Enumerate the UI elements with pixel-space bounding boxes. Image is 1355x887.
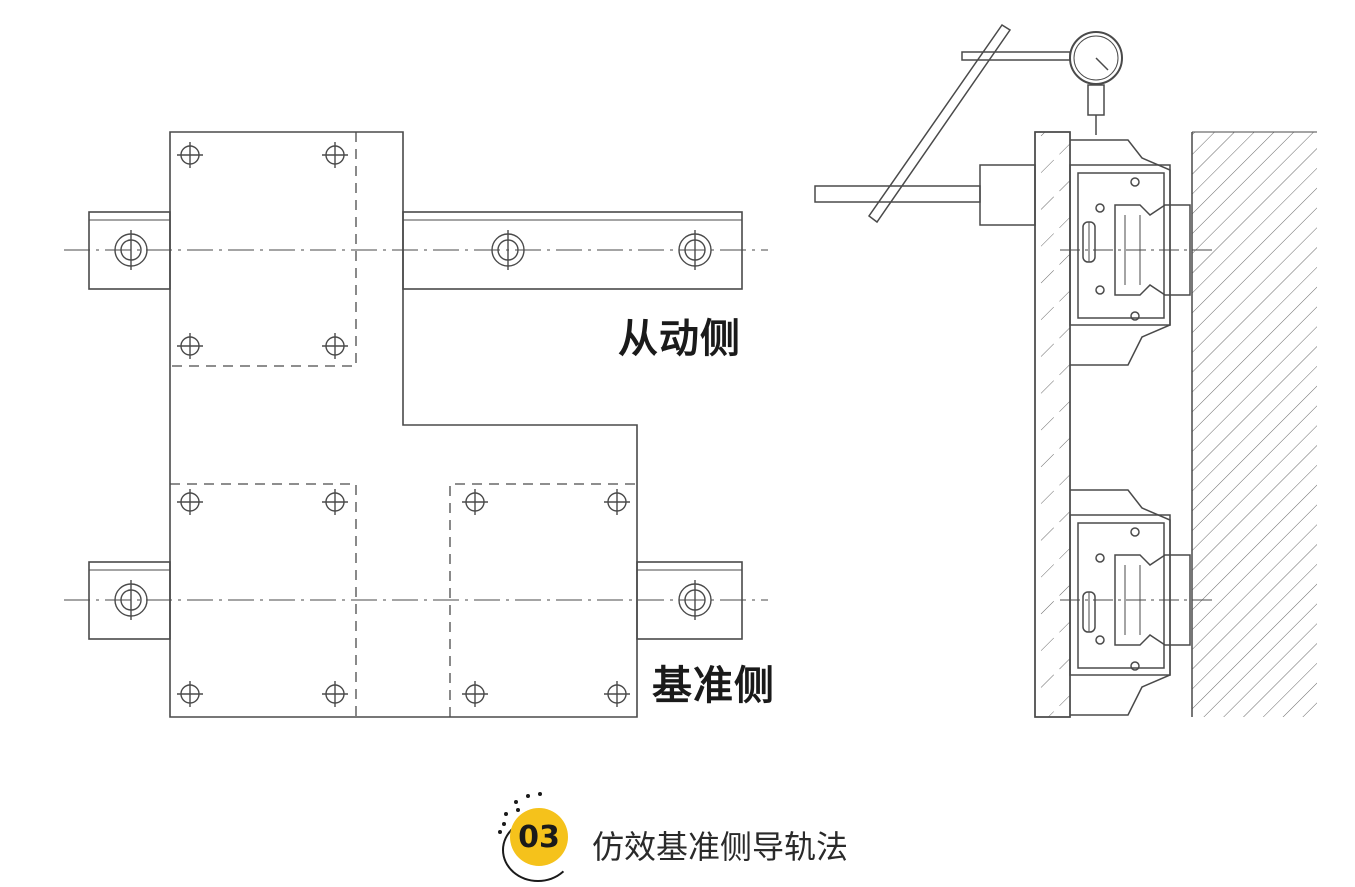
rail-bolt-hole-icon (491, 230, 525, 270)
top-view-drawing (64, 131, 768, 718)
bolt-hole-icon (604, 681, 630, 707)
bolt-hole-icon (604, 489, 630, 515)
decor-dot (526, 794, 530, 798)
bolt-hole-icon (462, 681, 488, 707)
indicator-rod (814, 185, 981, 203)
figure-caption: 03 仿效基准侧导轨法 (496, 790, 916, 885)
lower-slider-block (1069, 489, 1191, 716)
base-wall (1034, 131, 1071, 718)
bolt-hole-icon (322, 681, 348, 707)
table-outline (169, 131, 638, 718)
indicator-mount (979, 164, 1036, 226)
decor-dot (516, 808, 520, 812)
fixed-wall-hatch (1192, 132, 1317, 717)
slider-block-bottom-left (170, 483, 357, 717)
indicator-arm (867, 23, 1012, 224)
caption-text: 仿效基准侧导轨法 (592, 828, 849, 866)
dial-face (1069, 31, 1123, 85)
slider-block-bottom-right (449, 483, 637, 717)
upper-slider-block (1069, 139, 1191, 366)
dial-indicator-icon (814, 23, 1123, 226)
rail-bolt-hole-icon (678, 230, 712, 270)
rail-bolt-hole-icon (114, 580, 148, 620)
bolt-hole-icon (177, 681, 203, 707)
bolt-hole-icon (322, 489, 348, 515)
badge-ring (502, 818, 574, 882)
decor-dot (498, 830, 502, 834)
rail-bolt-hole-icon (114, 230, 148, 270)
slider-block-top (170, 132, 357, 367)
bolt-hole-icon (177, 142, 203, 168)
bolt-holes (114, 142, 712, 707)
side-view-drawing (814, 23, 1317, 718)
bolt-hole-icon (177, 489, 203, 515)
decor-dot (538, 792, 542, 796)
decor-dot (514, 800, 518, 804)
bolt-hole-icon (462, 489, 488, 515)
bolt-hole-icon (177, 333, 203, 359)
bolt-hole-icon (322, 142, 348, 168)
decor-dot (504, 812, 508, 816)
rail-bolt-hole-icon (678, 580, 712, 620)
caption-number-badge: 03 (510, 808, 568, 866)
decor-dot (502, 822, 506, 826)
bolt-hole-icon (322, 333, 348, 359)
driven-side-label: 从动侧 (618, 316, 741, 362)
reference-side-label: 基准侧 (652, 663, 775, 709)
